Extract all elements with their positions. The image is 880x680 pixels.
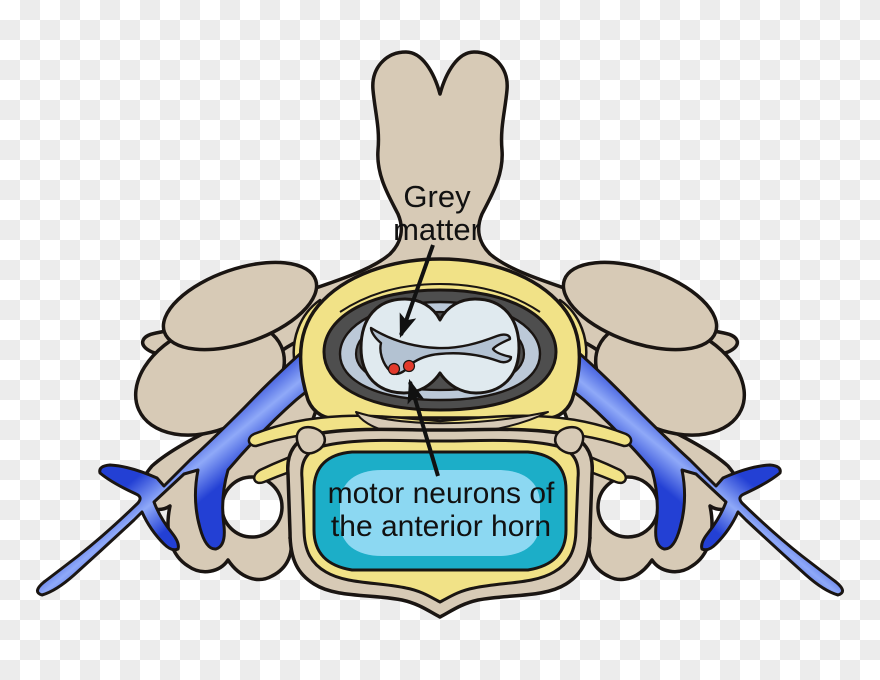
motor-neurons-label-line2: the anterior horn [331,510,551,543]
uncinate-hook [295,425,327,455]
arrow-to-motor-neurons [407,378,440,477]
motor-neuron-dot [387,362,401,376]
articular-lobe-upper [161,260,319,352]
motor-neuron-dot [402,359,416,373]
left-lateral-mass-and-nerve [36,260,338,597]
yellow-inner-line [339,283,541,313]
motor-neurons-label-line1: motor neurons of [328,477,555,510]
arrow-to-grey-matter [399,244,435,339]
vertebral-body-inner [340,470,540,556]
canal-group [298,257,582,421]
grey-matter-label-line1: Grey [403,179,471,214]
grey-matter-label-line2: matter [393,212,481,247]
vertebral-body-group [286,425,594,619]
uncinate-hook [553,425,585,455]
spinal-nerve [36,322,338,597]
